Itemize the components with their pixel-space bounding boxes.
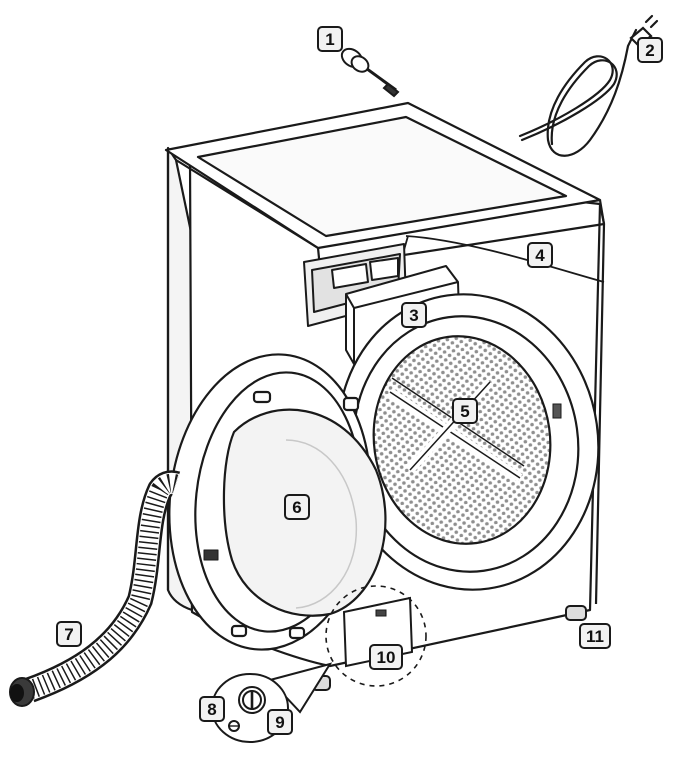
callout-11-label: 11 xyxy=(586,627,604,646)
power-cord xyxy=(518,14,659,157)
callout-3: 3 xyxy=(401,302,427,328)
callout-9: 9 xyxy=(267,709,293,735)
callout-10-label: 10 xyxy=(377,648,396,667)
callout-9-label: 9 xyxy=(275,713,284,732)
callout-1: 1 xyxy=(317,26,343,52)
callout-8-label: 8 xyxy=(207,700,216,719)
callout-8: 8 xyxy=(199,696,225,722)
callout-1-label: 1 xyxy=(325,30,334,49)
callout-7-label: 7 xyxy=(64,625,73,644)
callout-6-label: 6 xyxy=(292,498,301,517)
callout-5: 5 xyxy=(452,398,478,424)
callout-4: 4 xyxy=(527,242,553,268)
callout-4-label: 4 xyxy=(535,246,545,265)
drain-hose xyxy=(9,470,181,707)
callout-2: 2 xyxy=(637,37,663,63)
callout-7: 7 xyxy=(56,621,82,647)
callout-2-label: 2 xyxy=(645,41,654,60)
callout-3-label: 3 xyxy=(409,306,418,325)
shipping-bolt-icon xyxy=(340,47,400,98)
callout-5-label: 5 xyxy=(460,402,469,421)
drum xyxy=(336,293,600,591)
callout-10: 10 xyxy=(369,644,403,670)
callout-6: 6 xyxy=(284,494,310,520)
callout-11: 11 xyxy=(579,623,611,649)
